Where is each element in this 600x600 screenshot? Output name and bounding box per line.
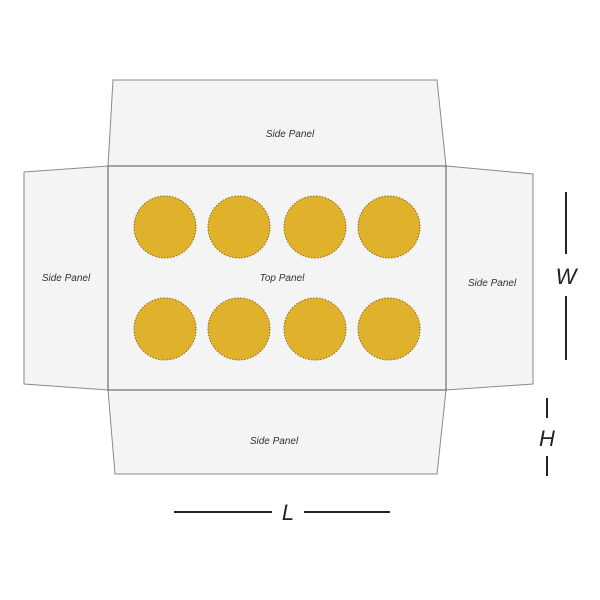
- window-cutout: [207, 195, 271, 259]
- bottom-side-panel-label: Side Panel: [250, 436, 299, 447]
- top-side-panel-label: Side Panel: [266, 129, 315, 140]
- window-cutout: [283, 297, 347, 361]
- window-cutout: [283, 195, 347, 259]
- center-top-panel-label: Top Panel: [260, 273, 305, 284]
- window-cutouts: [133, 195, 421, 361]
- height-dimension-label: H: [539, 426, 555, 451]
- length-dimension-label: L: [282, 500, 294, 525]
- bottom-side-panel: [107, 389, 447, 475]
- window-cutout: [357, 297, 421, 361]
- window-cutout: [133, 195, 197, 259]
- top-side-panel: [107, 79, 447, 167]
- width-dimension-label: W: [556, 264, 579, 289]
- window-cutout: [133, 297, 197, 361]
- window-cutout: [357, 195, 421, 259]
- window-cutout: [207, 297, 271, 361]
- left-side-panel-label: Side Panel: [42, 273, 91, 284]
- right-side-panel-label: Side Panel: [468, 278, 517, 289]
